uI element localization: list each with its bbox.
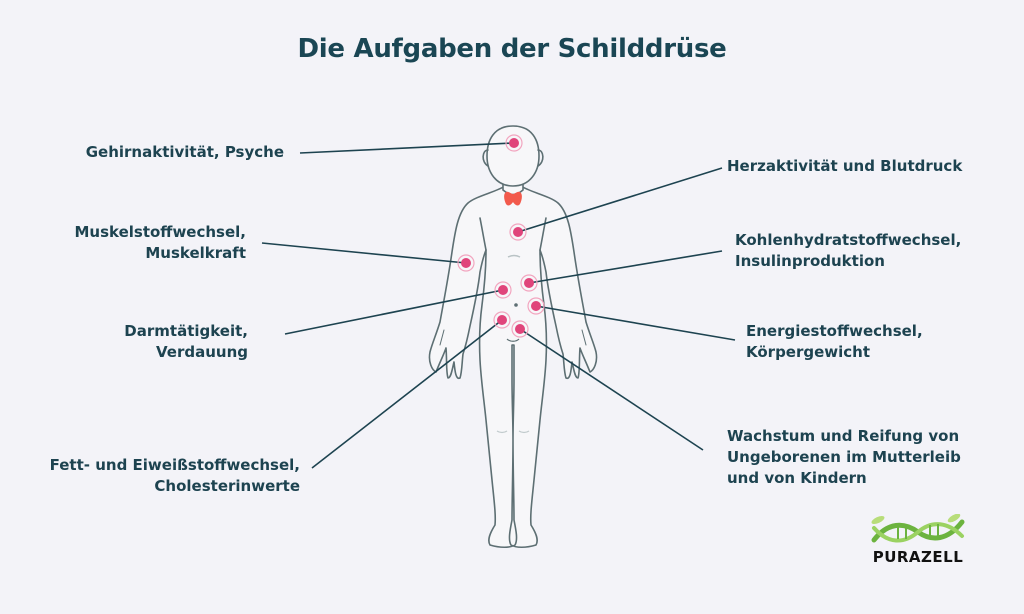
line-muscle	[261, 242, 467, 264]
marker-energy-icon	[527, 297, 545, 315]
page-title: Die Aufgaben der Schilddrüse	[297, 34, 727, 64]
logo-text: PURAZELL	[872, 548, 964, 566]
leader-lines	[261, 142, 736, 469]
label-carb: Kohlenhydratstoffwechsel, Insulinprodukt…	[735, 231, 962, 270]
marker-fat-icon	[493, 311, 511, 329]
marker-gut-icon	[494, 281, 512, 299]
line-gut	[284, 289, 504, 335]
label-energy: Energiestoffwechsel, Körpergewicht	[746, 322, 923, 361]
groin-line	[506, 338, 520, 342]
label-gut: Darmtätigkeit, Verdauung	[124, 322, 248, 361]
thyroid-icon	[504, 191, 522, 206]
chest-line	[507, 254, 521, 258]
markers	[457, 134, 545, 338]
label-heart: Herzaktivität und Blutdruck	[727, 157, 963, 175]
knee-left	[496, 430, 508, 434]
label-growth: Wachstum und Reifung von Ungeborenen im …	[727, 427, 961, 487]
marker-growth-icon	[511, 320, 529, 338]
purazell-logo: PURAZELL	[868, 513, 968, 570]
line-fat	[311, 319, 503, 469]
human-body-figure	[428, 125, 598, 549]
navel	[514, 303, 518, 307]
line-heart	[517, 167, 723, 233]
label-fat: Fett- und Eiweißstoffwechsel, Cholesteri…	[49, 456, 300, 495]
dna-leaf-icon	[871, 513, 965, 543]
marker-brain-icon	[505, 134, 523, 152]
line-growth	[519, 328, 704, 451]
line-energy	[535, 305, 736, 341]
marker-carb-icon	[520, 274, 538, 292]
marker-heart-icon	[509, 223, 527, 241]
line-brain	[299, 142, 515, 154]
line-carb	[528, 250, 723, 284]
knee-right	[518, 430, 530, 434]
label-brain: Gehirnaktivität, Psyche	[85, 143, 284, 161]
label-muscle: Muskelstoffwechsel, Muskelkraft	[74, 223, 246, 262]
marker-muscle-icon	[457, 254, 475, 272]
